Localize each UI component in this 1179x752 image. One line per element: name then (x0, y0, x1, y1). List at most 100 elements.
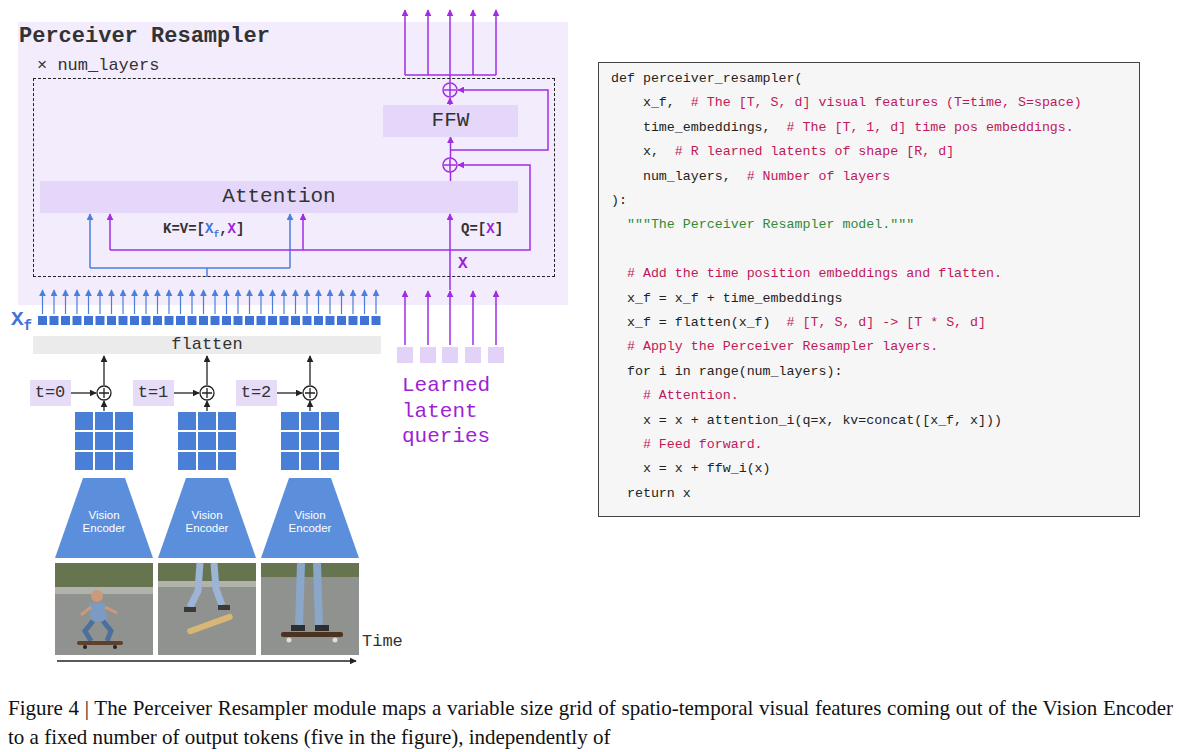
visual-token (245, 316, 254, 325)
code-line: x_f = flatten(x_f) (627, 313, 771, 333)
code-comment: # [T, S, d] -> [T * S, d] (787, 315, 987, 330)
code-text: x_f = flatten(x_f) (627, 315, 771, 330)
latent-arrow (472, 291, 474, 345)
latent-queries-label: Learned latent queries (402, 373, 498, 450)
visual-token (291, 316, 300, 325)
code-text: num_layers, (643, 169, 731, 184)
token-arrow (260, 290, 261, 314)
node-label: flatten (171, 336, 242, 354)
code-line: # Feed forward. (643, 435, 763, 455)
axis-label-part: Time (362, 632, 403, 651)
feature-cell (281, 432, 299, 450)
token-arrow (214, 290, 215, 314)
latent-query-squares (397, 347, 504, 363)
feature-cell (95, 432, 113, 450)
visual-token (360, 316, 369, 325)
video-frame (261, 563, 359, 655)
token-arrow (318, 290, 319, 314)
code-line: x, (643, 142, 659, 162)
token-arrow (341, 290, 342, 314)
code-comment: # Feed forward. (643, 437, 763, 452)
latent-arrow (449, 291, 451, 345)
input-label-part: X (228, 221, 236, 237)
token-arrow (283, 290, 284, 314)
code-line: # Attention. (643, 386, 739, 406)
feature-wires (90, 214, 290, 277)
code-comment: # Attention. (643, 388, 739, 403)
code-docstring: """The Perceiver Resampler model.""" (627, 217, 914, 232)
feature-cell (321, 432, 339, 450)
visual-token (119, 316, 128, 325)
vision-encoder: Vision Encoder (158, 478, 256, 558)
ffw-block: FFW (383, 105, 518, 137)
code-text: for i in range(num_layers): (627, 364, 842, 379)
token-arrow (364, 290, 365, 314)
feature-cell (301, 412, 319, 430)
feature-cell (321, 412, 339, 430)
visual-token (268, 316, 277, 325)
visual-token (96, 316, 105, 325)
token-arrow (226, 290, 227, 314)
input-label-part: K=V=[ (163, 221, 205, 237)
trapezoid-outline (55, 478, 153, 558)
token-arrow (329, 290, 330, 314)
code-text: x_f, (643, 95, 675, 110)
visual-token (84, 316, 93, 325)
latent-arrow (404, 291, 406, 345)
latent-wires (110, 10, 548, 290)
feature-cell (115, 412, 133, 430)
input-label-part: , (219, 221, 227, 237)
code-comment: # R learned latents of shape [R, d] (675, 144, 954, 159)
visual-token (130, 316, 139, 325)
visual-token (303, 316, 312, 325)
code-line: x = x + attention_i(q=x, kv=concat([x_f,… (643, 411, 1002, 431)
latent-arrows (405, 291, 496, 345)
visual-token (61, 316, 70, 325)
token-arrow (122, 290, 123, 314)
code-listing: def perceiver_resampler(x_f,# The [T, S,… (598, 62, 1140, 517)
vision-encoder: Vision Encoder (55, 478, 153, 558)
trapezoid-outline (261, 478, 359, 558)
code-line: # Add the time position embeddings and f… (627, 264, 1002, 284)
code-comment: # Number of layers (747, 169, 891, 184)
token-arrow (111, 290, 112, 314)
token-arrow (295, 290, 296, 314)
visual-token (314, 316, 323, 325)
vision-encoder: Vision Encoder (261, 478, 359, 558)
trapezoid-outline (158, 478, 256, 558)
time-embedding-box: t=0 (30, 380, 71, 406)
visual-token (280, 316, 289, 325)
feature-cell (198, 432, 216, 450)
axis-label: Time (362, 632, 403, 652)
feature-cell (75, 432, 93, 450)
video-frame (55, 563, 153, 655)
code-line: # Number of layers (747, 167, 891, 187)
token-arrow (272, 290, 273, 314)
code-line: # R learned latents of shape [R, d] (675, 142, 954, 162)
attention-block: Attention (40, 181, 518, 213)
token-arrow (157, 290, 158, 314)
module-panel: Perceiver Resampler× num_layersAttention… (18, 22, 568, 305)
visual-token (165, 316, 174, 325)
node-label: t=1 (138, 383, 169, 403)
feature-cell (178, 452, 196, 470)
visual-token (142, 316, 151, 325)
code-comment: # The [T, 1, d] time pos embeddings. (787, 120, 1074, 135)
feature-cell (218, 452, 236, 470)
code-line: """The Perceiver Resampler model.""" (627, 215, 914, 235)
node-label: Vision Encoder (71, 509, 137, 535)
feature-cell (115, 432, 133, 450)
token-arrow (191, 290, 192, 314)
node-label: FFW (432, 109, 470, 133)
code-text: ): (611, 193, 627, 208)
code-line: def perceiver_resampler( (611, 69, 803, 89)
token-arrow (88, 290, 89, 314)
visual-token (234, 316, 243, 325)
feature-cell (95, 412, 113, 430)
feature-label-part: f (24, 318, 33, 334)
visual-token (50, 316, 59, 325)
token-row (38, 316, 381, 325)
token-arrow (65, 290, 66, 314)
token-arrow (99, 290, 100, 314)
code-line: # Apply the Perceiver Resampler layers. (627, 337, 938, 357)
